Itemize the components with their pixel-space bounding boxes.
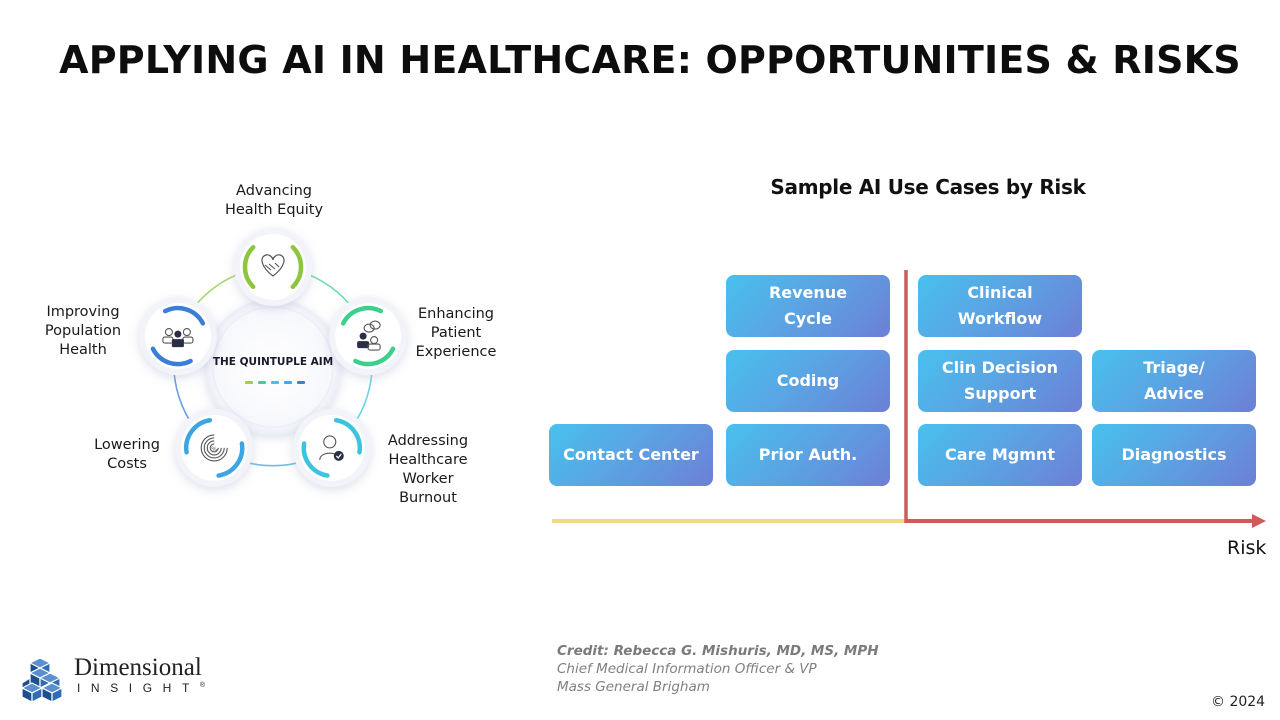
aim-label: Improving Population Health xyxy=(44,304,122,358)
aim-progress-arc xyxy=(353,346,396,367)
patient-conversation-icon xyxy=(357,320,381,351)
risk-axis-label: Risk xyxy=(1227,537,1267,559)
risk-axis-arrowhead xyxy=(1252,514,1266,528)
logo-wordmark: Dimensional xyxy=(74,654,202,681)
quintuple-aim-graphic: % xyxy=(138,228,408,487)
aim-node-cost-percentage: % xyxy=(175,408,254,487)
use-case-triage-advice: Triage/ Advice xyxy=(1092,350,1256,412)
aim-dash xyxy=(297,381,305,384)
handshake-heart-icon xyxy=(261,254,285,277)
use-case-care-mgmnt: Care Mgmnt xyxy=(918,424,1082,486)
cube-logo-icon xyxy=(20,657,64,703)
logo-subtitle-text: INSIGHT xyxy=(77,681,200,695)
aim-label: Lowering Costs xyxy=(94,437,160,472)
copyright: © 2024 xyxy=(1211,694,1266,710)
aim-node-healthcare-worker-check xyxy=(292,408,371,487)
risk-chart-title: Sample AI Use Cases by Risk xyxy=(770,175,1086,199)
aim-node-population-group xyxy=(138,297,217,376)
aim-center-disc xyxy=(205,299,341,435)
use-case-clinical-workflow: Clinical Workflow xyxy=(918,275,1082,337)
aim-progress-arc xyxy=(290,244,304,290)
aim-label: Enhancing Patient Experience xyxy=(415,306,497,360)
aim-progress-arc xyxy=(150,346,193,367)
aim-dash xyxy=(271,381,279,384)
use-case-clin-decision-support: Clin Decision Support xyxy=(918,350,1082,412)
logo-subtitle: INSIGHT® xyxy=(77,681,205,695)
use-case-contact-center: Contact Center xyxy=(549,424,713,486)
cost-percentage-icon: % xyxy=(200,434,228,462)
aim-dash xyxy=(245,381,253,384)
credit-role: Chief Medical Information Officer & VP xyxy=(557,661,817,677)
aim-progress-arc xyxy=(301,441,330,478)
use-case-prior-auth: Prior Auth. xyxy=(726,424,890,486)
dimensional-insight-logo: Dimensional INSIGHT® xyxy=(20,654,222,703)
use-case-coding: Coding xyxy=(726,350,890,412)
aim-progress-arc xyxy=(183,417,213,455)
healthcare-worker-check-icon xyxy=(319,435,344,461)
aim-label: Addressing Healthcare Worker Burnout xyxy=(387,433,469,506)
aim-progress-arc xyxy=(340,305,384,326)
population-group-icon xyxy=(162,328,194,348)
slide-title: APPLYING AI IN HEALTHCARE: OPPORTUNITIES… xyxy=(59,38,1241,82)
credit-name: Credit: Rebecca G. Mishuris, MD, MS, MPH xyxy=(557,643,879,659)
aim-center-dashes xyxy=(245,381,305,384)
aim-node-patient-conversation xyxy=(329,297,408,376)
aim-progress-arc xyxy=(216,441,245,478)
aim-dash xyxy=(284,381,292,384)
aim-progress-arc xyxy=(333,417,363,455)
aim-node-handshake-heart xyxy=(234,228,312,306)
credit-org: Mass General Brigham xyxy=(557,679,710,695)
aim-label: Advancing Health Equity xyxy=(224,183,324,218)
aim-center-label: THE QUINTUPLE AIM xyxy=(212,356,334,368)
svg-text:%: % xyxy=(211,446,217,453)
credit-block: Credit: Rebecca G. Mishuris, MD, MS, MPH… xyxy=(557,642,879,696)
use-case-diagnostics: Diagnostics xyxy=(1092,424,1256,486)
aim-dash xyxy=(258,381,266,384)
registered-mark: ® xyxy=(199,682,206,689)
use-case-revenue-cycle: Revenue Cycle xyxy=(726,275,890,337)
aim-progress-arc xyxy=(162,305,206,326)
aim-progress-arc xyxy=(242,244,256,290)
quintuple-aim-diagram: % THE QUINTUPLE AIM Advancing Health Equ… xyxy=(0,0,540,620)
